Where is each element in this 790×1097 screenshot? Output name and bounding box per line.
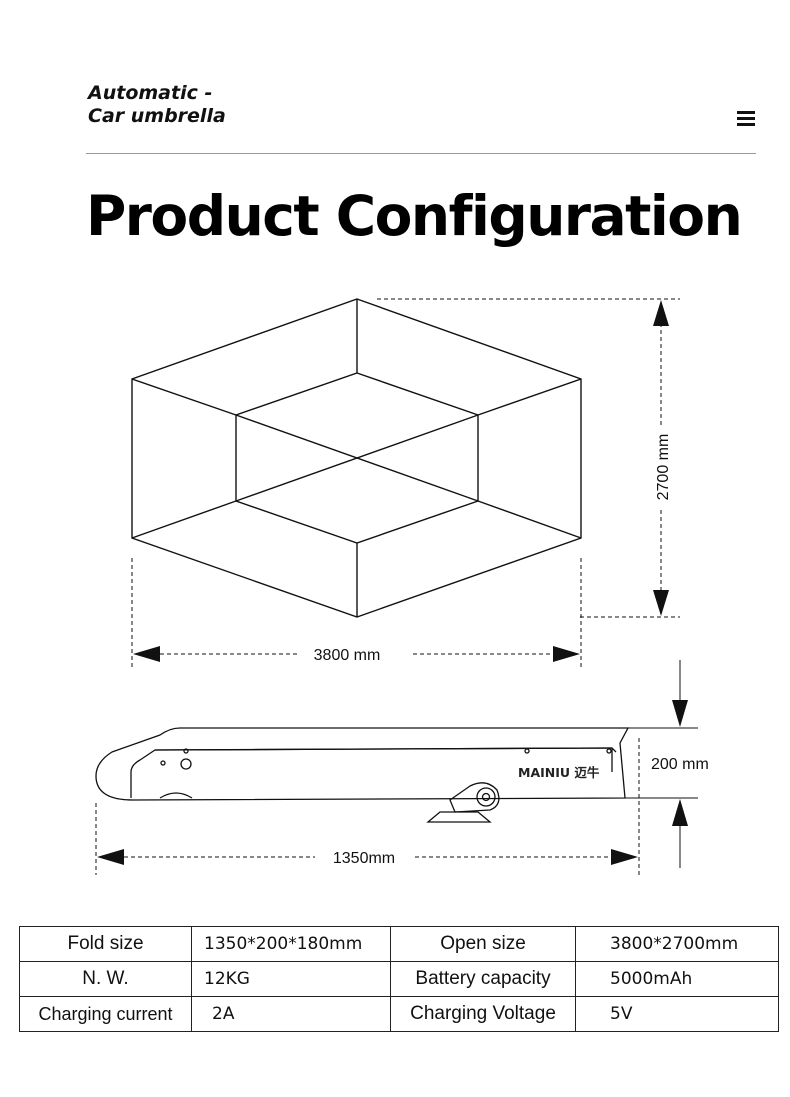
open-umbrella-outline [131, 298, 582, 618]
fold-length-label: 1350mm [333, 850, 395, 867]
spec-value: 2A [191, 996, 391, 1032]
brand-logo-text: Automatic - Car umbrella [88, 82, 226, 128]
folded-umbrella-outline [95, 727, 630, 823]
table-row: N. W. 12KG Battery capacity 5000mAh [19, 961, 779, 997]
spec-label: Charging current [19, 996, 192, 1032]
spec-label: Open size [390, 926, 576, 962]
depth-dimension [377, 298, 680, 618]
page-title: Product Configuration [86, 184, 743, 248]
fold-length-dimension [95, 738, 640, 875]
product-dimension-diagram: 2700 mm 3800 mm MAINIU 迈牛 200 [95, 298, 709, 875]
spec-value: 12KG [191, 961, 391, 997]
width-dimension [131, 558, 582, 670]
hamburger-menu-icon[interactable] [737, 111, 755, 127]
spec-value: 5000mAh [575, 961, 779, 997]
header-divider [86, 153, 756, 154]
brand-line-1: Automatic - [88, 82, 213, 104]
table-row: Fold size 1350*200*180mm Open size 3800*… [19, 926, 779, 962]
open-width-label: 3800 mm [314, 647, 381, 664]
spec-label: Charging Voltage [390, 996, 576, 1032]
table-row: Charging current 2A Charging Voltage 5V [19, 996, 779, 1032]
specs-table: Fold size 1350*200*180mm Open size 3800*… [19, 926, 779, 1032]
product-logo-text: MAINIU 迈牛 [518, 765, 600, 780]
fold-height-dimension [625, 660, 698, 868]
spec-label: Battery capacity [390, 961, 576, 997]
fold-height-label: 200 mm [651, 756, 709, 773]
brand-line-2: Car umbrella [88, 105, 226, 127]
spec-label: N. W. [19, 961, 192, 997]
spec-value: 3800*2700mm [575, 926, 779, 962]
spec-value: 5V [575, 996, 779, 1032]
spec-label: Fold size [19, 926, 192, 962]
spec-value: 1350*200*180mm [191, 926, 391, 962]
open-depth-label: 2700 mm [655, 434, 672, 501]
